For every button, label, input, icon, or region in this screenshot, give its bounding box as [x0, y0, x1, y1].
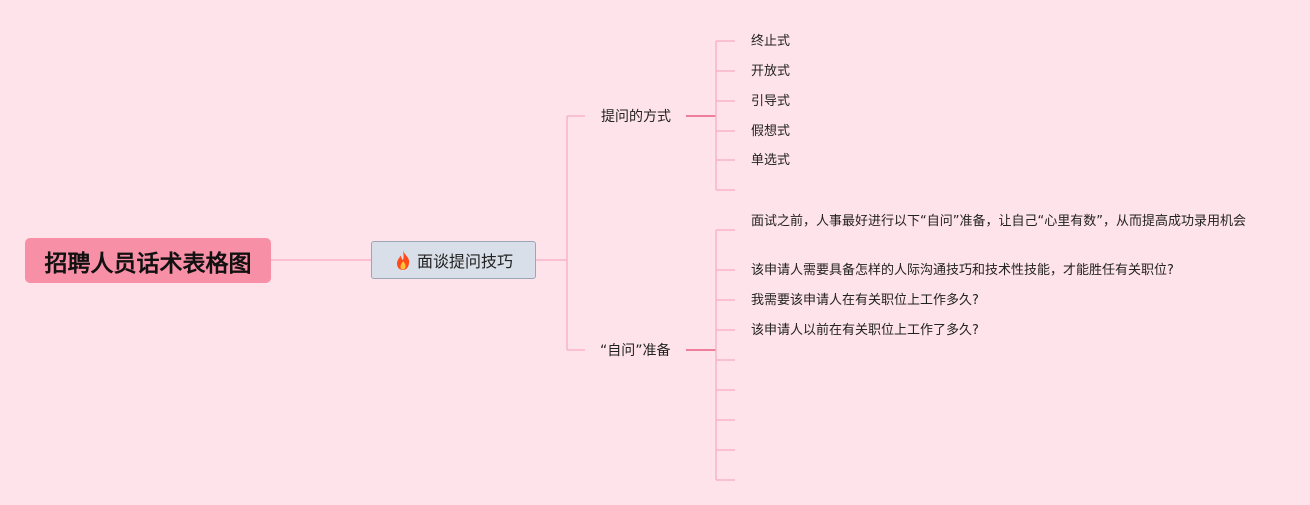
- branch-questioning-methods[interactable]: 提问的方式: [601, 106, 671, 126]
- fire-icon: [394, 249, 412, 271]
- leaf-item[interactable]: 假想式: [751, 124, 791, 139]
- leaf-item[interactable]: 引导式: [751, 94, 791, 109]
- topic-label: 面谈提问技巧: [416, 252, 513, 271]
- branch-label: “自问”准备: [600, 343, 671, 359]
- root-node[interactable]: 招聘人员话术表格图: [25, 238, 271, 283]
- leaf-item[interactable]: 开放式: [751, 64, 791, 79]
- leaf-item[interactable]: 面试之前，人事最好进行以下“自问”准备，让自己“心里有数”，从而提高成功录用机会: [751, 214, 1246, 229]
- leaf-item[interactable]: 该申请人需要具备怎样的人际沟通技巧和技术性技能，才能胜任有关职位?: [751, 263, 1174, 278]
- leaf-item[interactable]: 单选式: [751, 153, 791, 168]
- topic-node[interactable]: 面谈提问技巧: [371, 241, 536, 279]
- leaf-item[interactable]: 该申请人以前在有关职位上工作了多久?: [751, 323, 979, 338]
- leaf-item[interactable]: 终止式: [751, 34, 791, 49]
- root-label: 招聘人员话术表格图: [44, 250, 252, 277]
- branch-self-questioning[interactable]: “自问”准备: [600, 340, 671, 360]
- leaf-item[interactable]: 我需要该申请人在有关职位上工作多久?: [751, 293, 979, 308]
- branch-label: 提问的方式: [601, 109, 671, 125]
